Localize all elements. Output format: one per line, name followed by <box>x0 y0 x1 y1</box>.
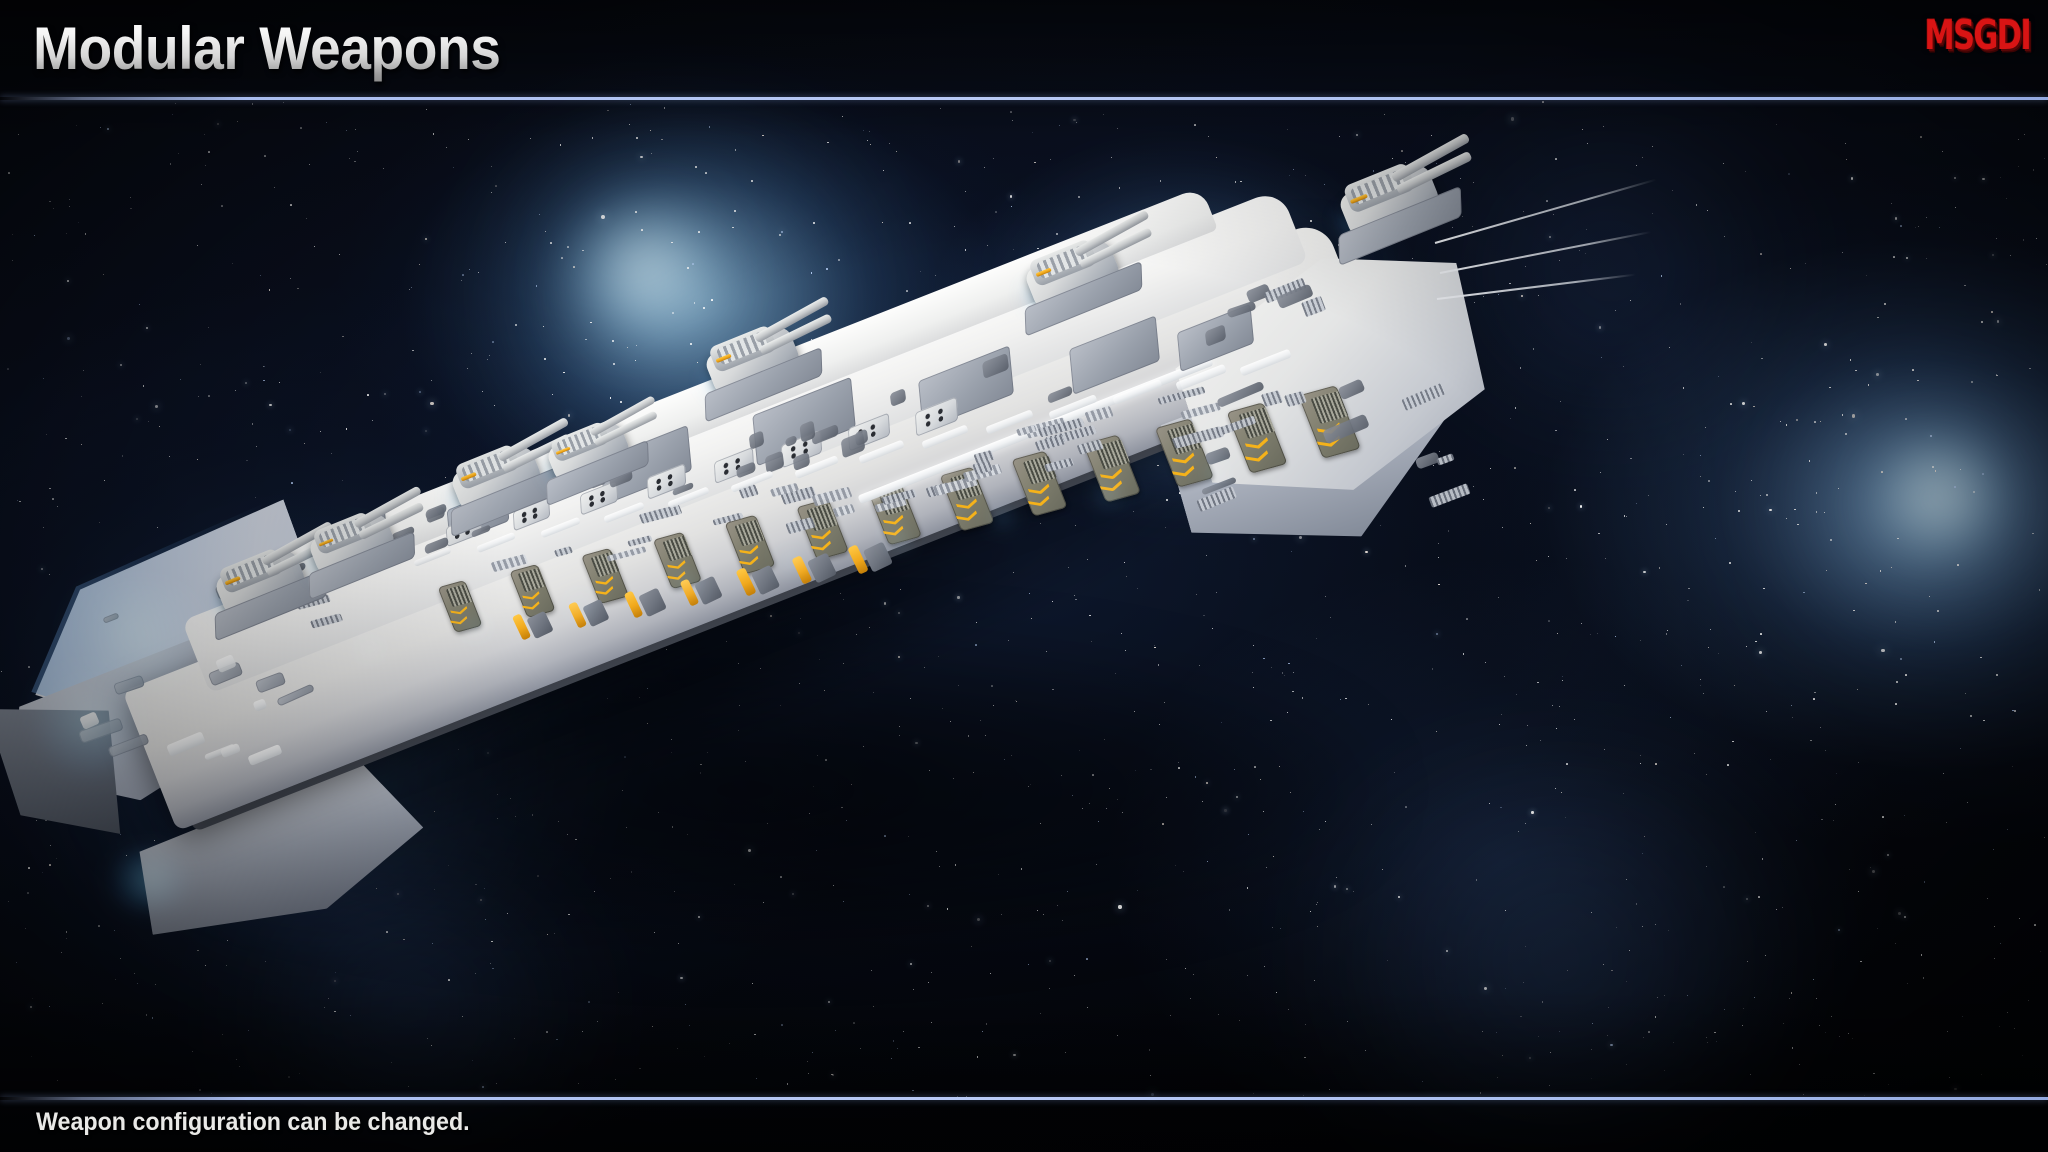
footer-divider <box>0 1097 2048 1100</box>
msgdi-logo: MSGDI <box>1924 11 2031 59</box>
header-divider <box>0 97 2048 100</box>
footer-caption: Weapon configuration can be changed. <box>36 1108 470 1136</box>
page-title: Modular Weapons <box>33 15 501 82</box>
